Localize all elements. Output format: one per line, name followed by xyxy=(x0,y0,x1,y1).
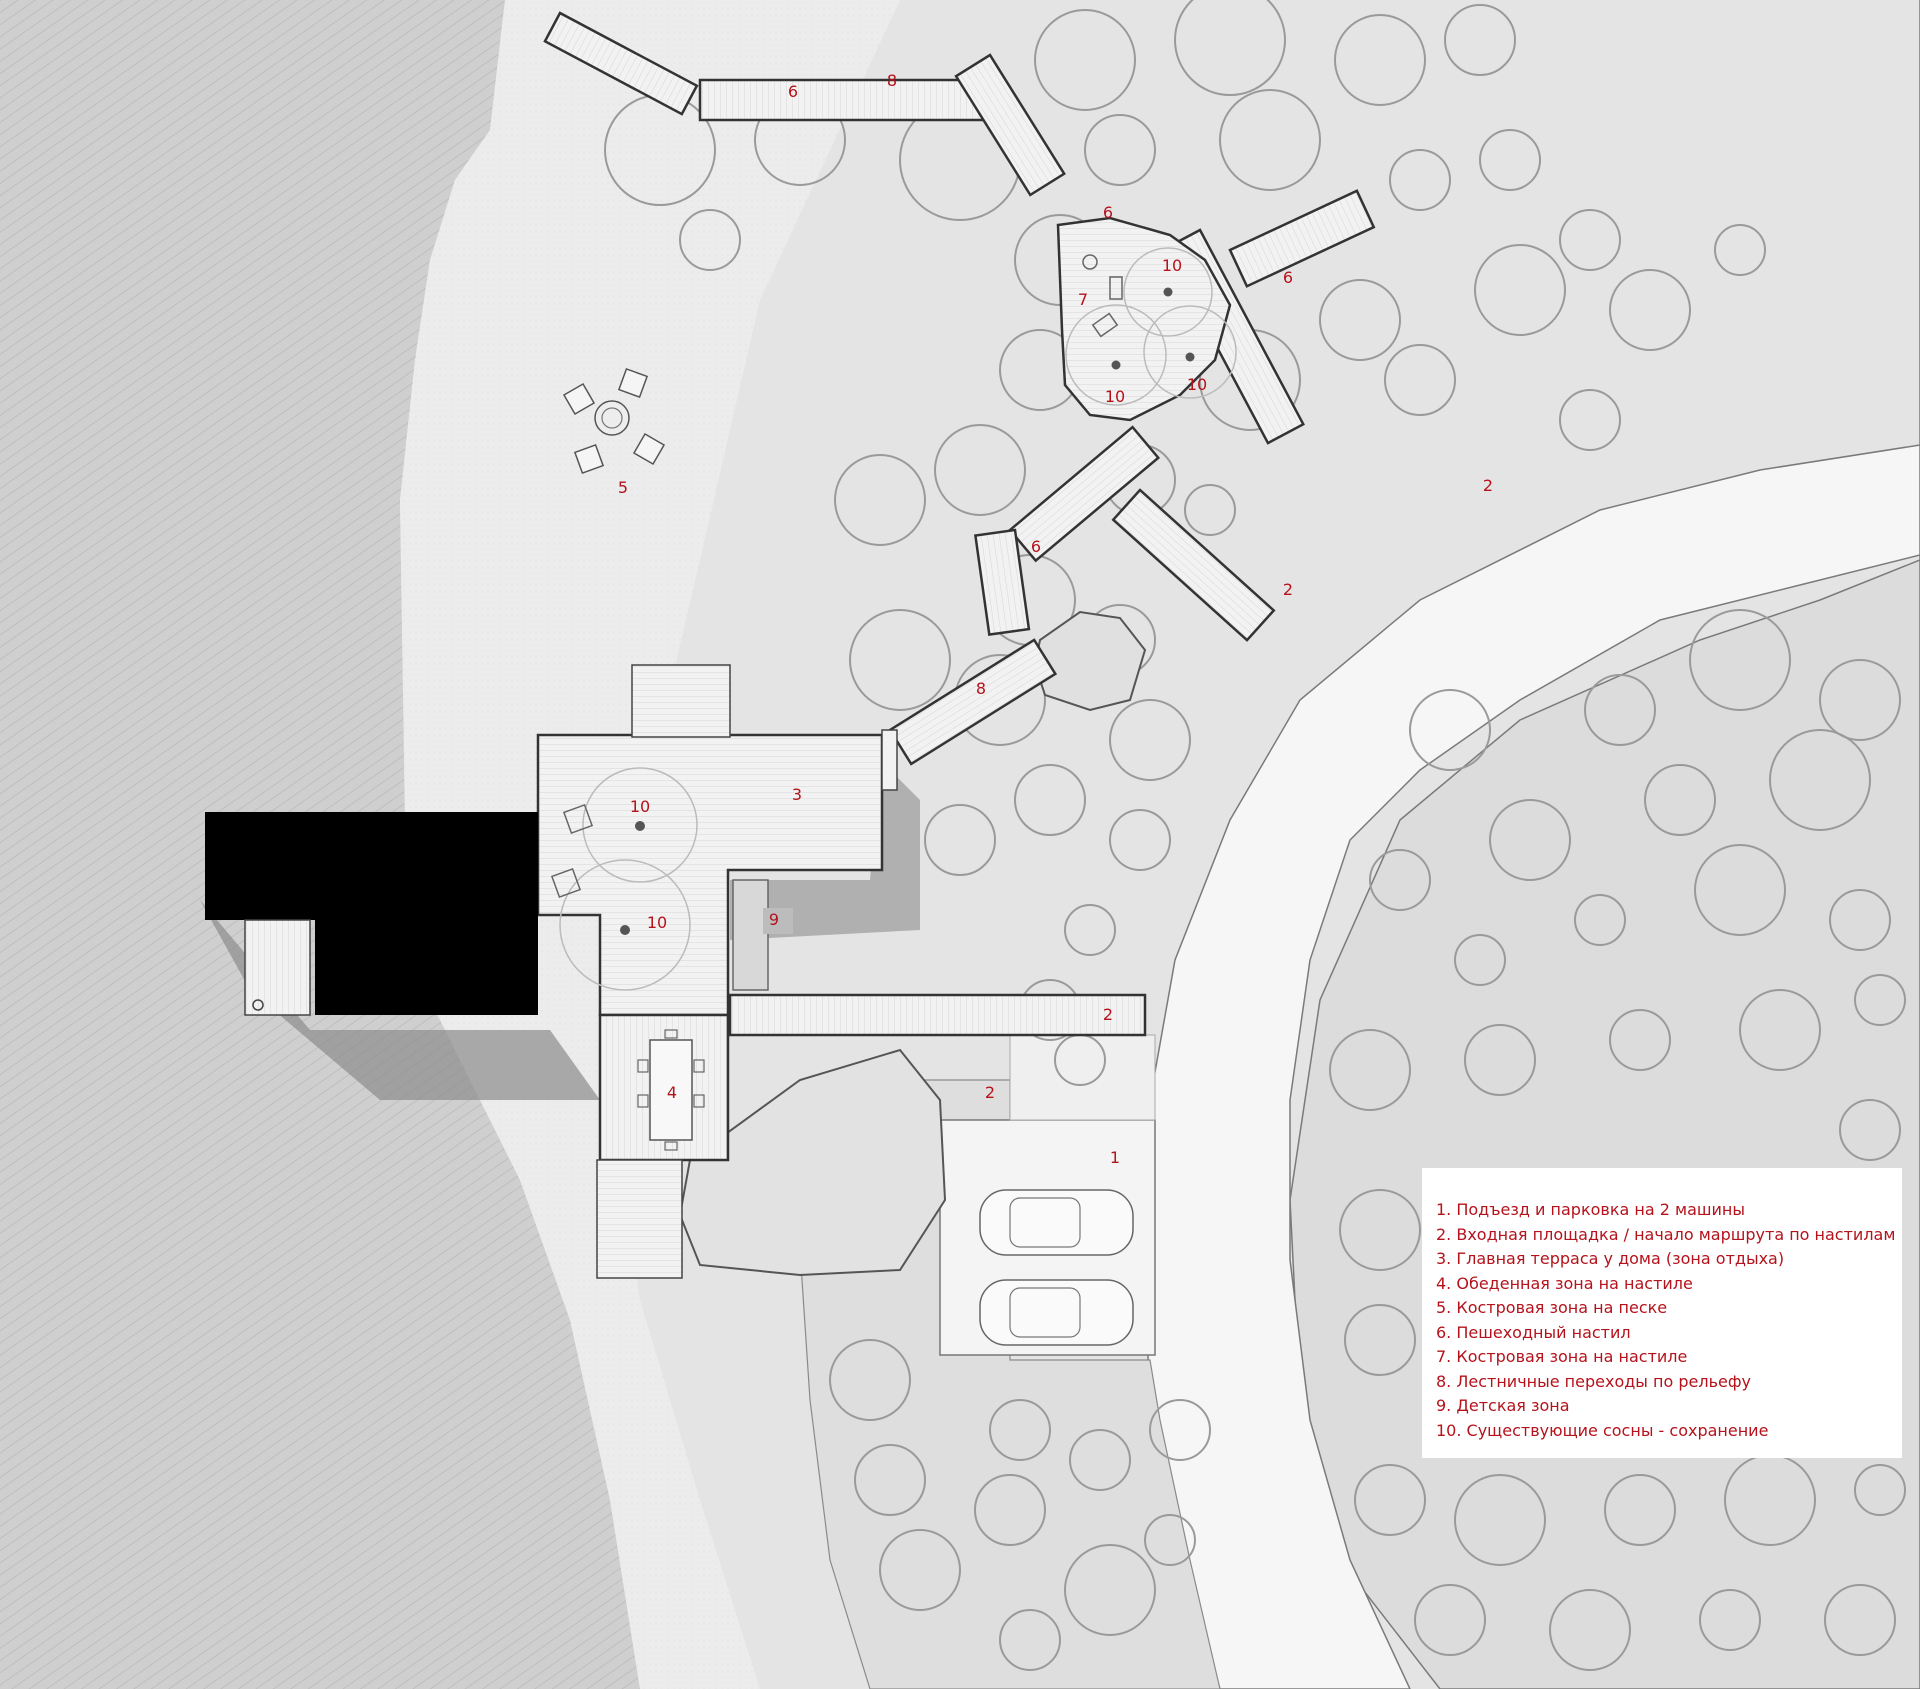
terrace-fire-circles xyxy=(550,767,698,991)
label-6-east: 6 xyxy=(1283,268,1293,287)
kids-zone xyxy=(732,879,769,991)
fire-deck-details xyxy=(1065,247,1237,406)
label-2-walk: 2 xyxy=(1103,1005,1113,1024)
label-4: 4 xyxy=(667,1083,677,1102)
label-10-e: 10 xyxy=(647,913,667,932)
label-10-b: 10 xyxy=(1105,387,1125,406)
label-2-road-east: 2 xyxy=(1283,580,1293,599)
label-6-top: 6 xyxy=(788,82,798,101)
car-2 xyxy=(979,1279,1134,1346)
label-8-stairs: 8 xyxy=(976,679,986,698)
entry-pad xyxy=(1009,1034,1156,1121)
dining-table xyxy=(649,1039,693,1141)
terrace-stair-top xyxy=(631,664,731,738)
stair-to-path xyxy=(881,729,898,791)
label-7: 7 xyxy=(1078,290,1088,309)
boulder-large xyxy=(678,1048,947,1277)
fire-deck-platform xyxy=(1056,216,1232,422)
lower-stair xyxy=(596,1159,683,1279)
legend-box: 1. Подъезд и парковка на 2 машины 2. Вхо… xyxy=(1422,1168,1902,1458)
label-6-south: 6 xyxy=(1031,537,1041,556)
car-1 xyxy=(979,1189,1134,1256)
label-2-parking: 2 xyxy=(985,1083,995,1102)
label-10-c: 10 xyxy=(1187,375,1207,394)
sand-fire-zone xyxy=(562,367,666,475)
legend-item-3: 3. Главная терраса у дома (зона отдыха) xyxy=(1436,1249,1785,1268)
label-2-road-north: 2 xyxy=(1483,476,1493,495)
legend-item-7: 7. Костровая зона на настиле xyxy=(1436,1347,1688,1366)
label-8-top: 8 xyxy=(887,71,897,90)
sand-beach xyxy=(400,0,900,1689)
legend-item-1: 1. Подъезд и парковка на 2 машины xyxy=(1436,1200,1746,1219)
label-1: 1 xyxy=(1110,1148,1120,1167)
porch-fixture xyxy=(252,999,264,1011)
label-10-d: 10 xyxy=(630,797,650,816)
label-9: 9 xyxy=(769,910,779,929)
label-10-a: 10 xyxy=(1162,256,1182,275)
legend-item-6: 6. Пешеходный настил xyxy=(1436,1322,1631,1342)
label-6-junction: 6 xyxy=(1103,203,1113,222)
legend-item-10: 10. Существующие сосны - сохранение xyxy=(1436,1420,1769,1440)
dining-chairs xyxy=(637,1029,705,1151)
legend-item-9: 9. Детская зона xyxy=(1436,1396,1570,1415)
house-porch xyxy=(244,919,311,1016)
boulder-small xyxy=(1033,610,1147,712)
house xyxy=(205,812,538,1015)
legend-item-8: 8. Лестничные переходы по рельефу xyxy=(1436,1371,1752,1391)
terrace-shadow xyxy=(730,760,920,940)
label-5: 5 xyxy=(618,478,628,497)
zone-labels: 1 2 2 2 2 3 4 5 6 6 6 6 7 8 8 9 10 10 10… xyxy=(618,71,1493,1167)
legend-item-4: 4. Обеденная зона на настиле xyxy=(1436,1273,1693,1293)
label-3: 3 xyxy=(792,785,802,804)
access-road xyxy=(1144,444,1920,1689)
kids-zone-label-bg xyxy=(763,908,793,934)
house-shadow xyxy=(200,900,600,1100)
legend-item-2: 2. Входная площадка / начало маршрута по… xyxy=(1436,1224,1896,1244)
legend-item-5: 5. Костровая зона на песке xyxy=(1436,1298,1668,1317)
